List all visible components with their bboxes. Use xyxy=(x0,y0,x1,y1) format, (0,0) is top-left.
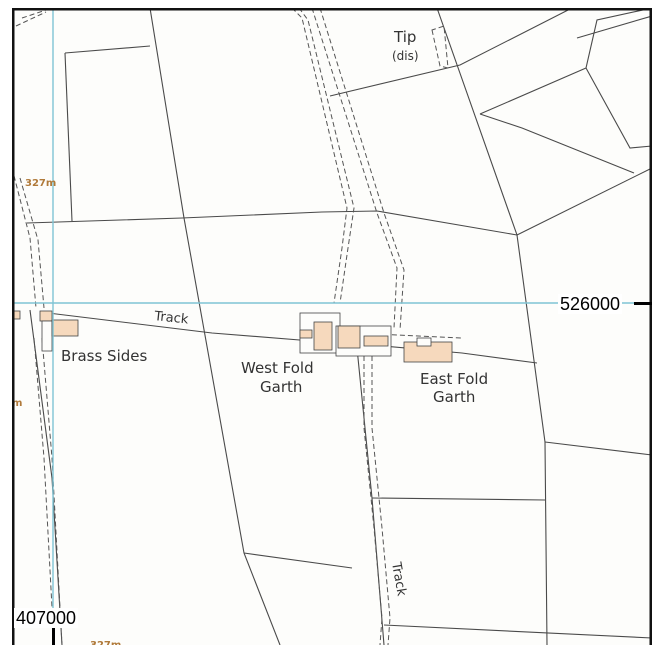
building-brass-sides-2 xyxy=(41,320,53,352)
label-tip: Tip xyxy=(393,28,416,46)
grid-label-northing: 526000 xyxy=(558,294,623,314)
spot-height-2: 327m xyxy=(90,640,121,645)
grid-tick-easting xyxy=(52,628,55,645)
building-central-1 xyxy=(337,325,361,349)
label-west-fold-line1: West Fold xyxy=(241,359,314,377)
buildings xyxy=(11,310,453,363)
label-west-fold-line2: Garth xyxy=(260,378,302,396)
label-east-fold-line1: East Fold xyxy=(420,370,488,388)
grid-label-easting: 407000 xyxy=(14,608,79,628)
spot-height-3: m xyxy=(12,398,22,409)
building-west-fold-2 xyxy=(299,329,313,339)
label-track-north: Track xyxy=(153,309,190,328)
spot-height-1: 327m xyxy=(25,178,56,189)
building-east-fold-2 xyxy=(416,337,432,347)
label-east-fold-line2: Garth xyxy=(433,388,475,406)
map-viewport[interactable]: Brass Sides West Fold Garth East Fold Ga… xyxy=(11,7,653,649)
building-brass-sides-3 xyxy=(51,319,79,337)
grid-tick-northing xyxy=(634,302,652,305)
map-canvas[interactable]: Brass Sides West Fold Garth East Fold Ga… xyxy=(11,7,653,649)
label-brass-sides: Brass Sides xyxy=(61,347,147,365)
building-brass-sides-1 xyxy=(39,310,53,322)
label-track-south: Track xyxy=(388,560,409,598)
building-central-2 xyxy=(363,335,389,347)
label-tip-note: (dis) xyxy=(392,49,419,63)
building-west-fold-1 xyxy=(313,321,333,351)
